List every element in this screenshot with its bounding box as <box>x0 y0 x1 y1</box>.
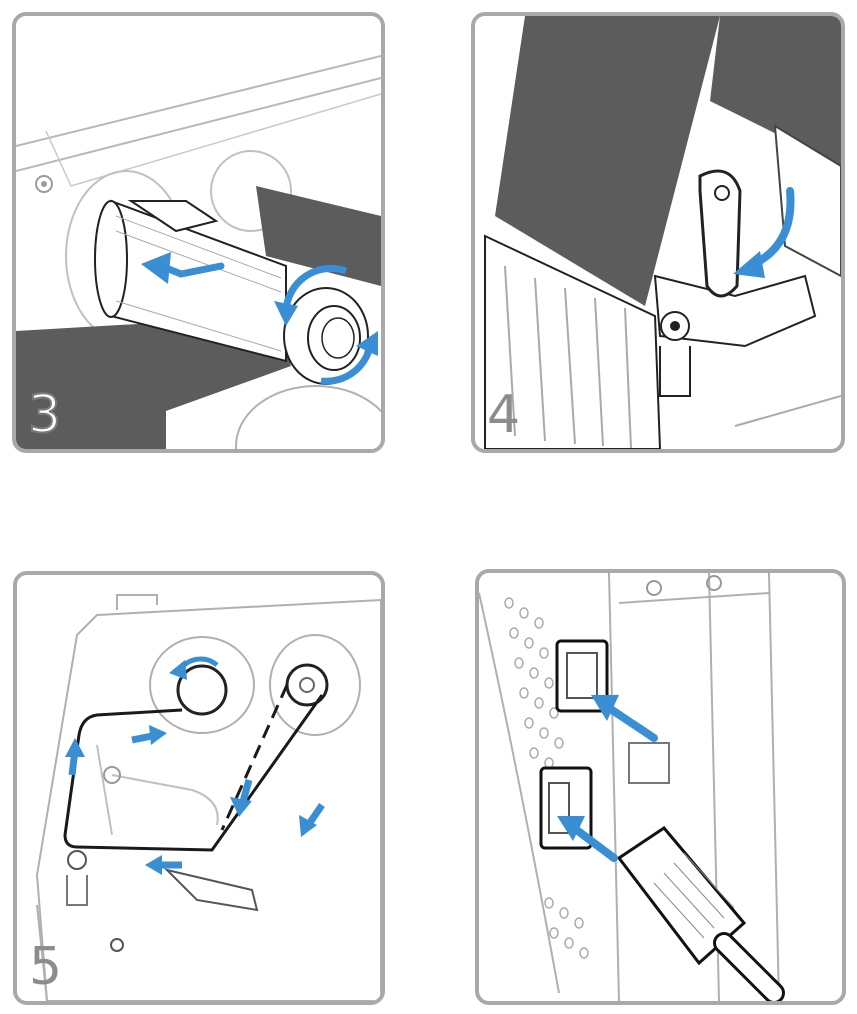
step-number: 3 <box>28 389 61 441</box>
step-5-panel: 5 <box>13 571 385 1005</box>
step-number: 4 <box>487 389 520 441</box>
step-3-panel: 3 <box>12 12 385 453</box>
power-connection-illustration <box>479 573 842 1001</box>
lever-close-illustration <box>475 16 841 449</box>
ribbon-path-illustration <box>17 575 381 1001</box>
ribbon-supply-illustration <box>16 16 381 449</box>
switch-arrow <box>609 708 654 738</box>
step-6-panel <box>475 569 846 1005</box>
step-number: 5 <box>29 941 62 993</box>
step-4-panel: 4 <box>471 12 845 453</box>
